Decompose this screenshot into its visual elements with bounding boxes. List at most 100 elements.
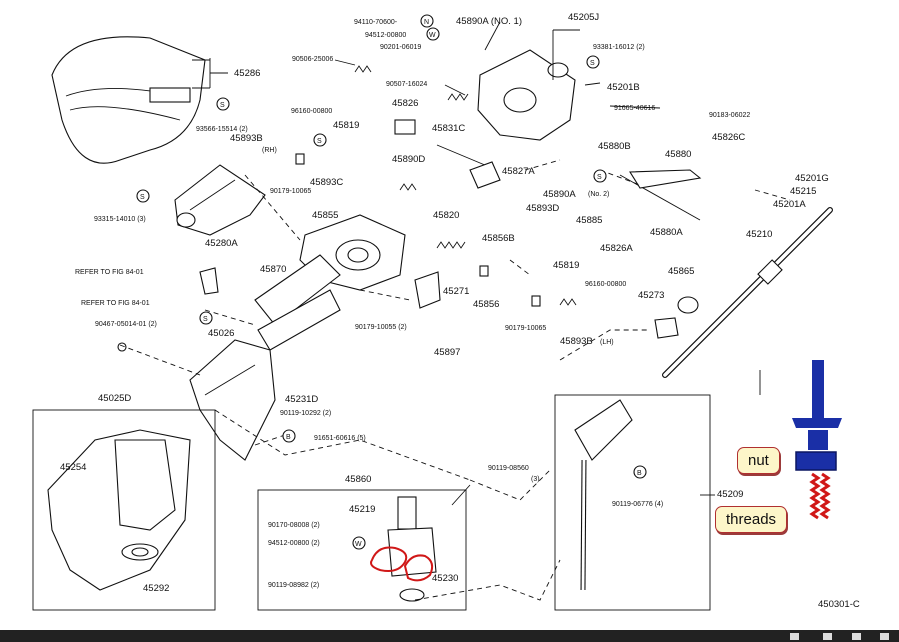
label-45827a: 45827A (502, 166, 535, 177)
box-45860 (257, 489, 467, 611)
label-45820: 45820 (433, 210, 459, 221)
label-45201b: 45201B (607, 82, 640, 93)
label-lh: (LH) (600, 339, 614, 346)
lever-45880 (629, 169, 702, 189)
box-45025d (32, 409, 216, 611)
label-no2: (No. 2) (588, 191, 609, 198)
label-45219: 45219 (349, 504, 375, 515)
bracket-ref (199, 267, 219, 295)
upper-shaft-assembly-45205j (477, 49, 576, 141)
label-91651: 91651-60616 (5) (314, 435, 366, 442)
bushing-45865 (677, 296, 699, 314)
plate-45827a (469, 161, 501, 189)
label-45819a: 45819 (333, 120, 359, 131)
label-45280a: 45280A (205, 238, 238, 249)
label-45890a-no2: 45890A (543, 189, 576, 200)
label-45855: 45855 (312, 210, 338, 221)
label-45271: 45271 (443, 286, 469, 297)
column-tube-45870 (254, 254, 341, 351)
label-91665: 91665-40616 (614, 105, 655, 112)
label-45893d: 45893D (526, 203, 559, 214)
svg-text:N: N (424, 19, 429, 26)
label-45880b: 45880B (598, 141, 631, 152)
label-45205j: 45205J (568, 12, 599, 23)
label-90179c: 90179-10055 (2) (355, 324, 407, 331)
label-90183: 90183-06022 (709, 112, 750, 119)
threads-callout: threads (715, 506, 788, 533)
w-symbol-icon: W (426, 27, 440, 41)
label-96160b: 96160-00800 (585, 281, 626, 288)
label-45890d: 45890D (392, 154, 425, 165)
label-90119c-qty: (3) (531, 476, 540, 483)
spring-90507 (447, 93, 469, 101)
label-90119b: 90119-08982 (2) (268, 582, 319, 589)
taskbar-icon[interactable] (823, 633, 832, 640)
label-45286: 45286 (234, 68, 260, 79)
label-45026: 45026 (208, 328, 234, 339)
svg-text:S: S (220, 102, 225, 109)
nut-90179b (531, 295, 541, 307)
svg-text:W: W (429, 32, 436, 39)
label-45230: 45230 (432, 573, 458, 584)
w-symbol-icon: W (352, 536, 366, 550)
label-45826a: 45826A (600, 243, 633, 254)
label-45893c: 45893C (310, 177, 343, 188)
s-symbol-icon: S (313, 133, 327, 147)
label-45880a: 45880A (650, 227, 683, 238)
box-45209 (554, 394, 711, 611)
label-45856: 45856 (473, 299, 499, 310)
spring-45820 (436, 241, 466, 249)
s-symbol-icon: S (593, 169, 607, 183)
svg-text:S: S (317, 138, 322, 145)
label-45231d: 45231D (285, 394, 318, 405)
label-45897: 45897 (434, 347, 460, 358)
label-93381: 93381-16012 (2) (593, 44, 645, 51)
label-ref-fig-2: REFER TO FIG 84-01 (81, 300, 150, 307)
label-45201a: 45201A (773, 199, 806, 210)
label-93566: 93566-15514 (2) (196, 126, 248, 133)
s-symbol-icon: S (586, 55, 600, 69)
label-45870: 45870 (260, 264, 286, 275)
bolt-illustration (792, 360, 842, 520)
nut-callout: nut (737, 447, 780, 474)
label-45273: 45273 (638, 290, 664, 301)
label-90506: 90506-25006 (292, 56, 333, 63)
pin-45856 (479, 265, 489, 277)
label-90179a: 90179-10065 (270, 188, 311, 195)
dashed-leaders (119, 159, 791, 601)
label-45865: 45865 (668, 266, 694, 277)
label-45201g: 45201G (795, 173, 829, 184)
b-symbol-icon: B (282, 429, 296, 443)
b-symbol-icon: B (633, 465, 647, 479)
label-90467: 90467-05014-01 (2) (95, 321, 157, 328)
nut-90179a (295, 153, 305, 165)
label-94512a: 94512-00800 (365, 32, 406, 39)
taskbar-icon[interactable] (880, 633, 889, 640)
label-90119c: 90119-08560 (488, 465, 529, 472)
svg-text:S: S (140, 194, 145, 201)
label-90119d: 90119-06776 (4) (612, 501, 663, 508)
label-94110: 94110-70600- (354, 19, 398, 26)
label-90507: 90507-16024 (386, 81, 427, 88)
label-96160a: 96160-00800 (291, 108, 332, 115)
plate-45826 (394, 119, 416, 135)
label-45880: 45880 (665, 149, 691, 160)
label-ref-fig-1: REFER TO FIG 84-01 (75, 269, 144, 276)
label-90201: 90201-06019 (380, 44, 421, 51)
label-90170: 90170-08008 (2) (268, 522, 320, 529)
spring-45893b-lh (559, 298, 577, 306)
red-annotation-circles (370, 546, 434, 582)
label-rh: (RH) (262, 147, 277, 154)
label-45831c: 45831C (432, 123, 465, 134)
taskbar-icon[interactable] (852, 633, 861, 640)
label-90119a: 90119-10292 (2) (280, 410, 331, 417)
plate-45271 (414, 271, 441, 309)
label-45025d: 45025D (98, 393, 131, 404)
figure-id-label: 450301-C (818, 599, 860, 610)
clip-90467 (117, 342, 127, 352)
taskbar-icon[interactable] (790, 633, 799, 640)
bracket-45280a (174, 164, 266, 236)
label-45860: 45860 (345, 474, 371, 485)
label-45856b: 45856B (482, 233, 515, 244)
